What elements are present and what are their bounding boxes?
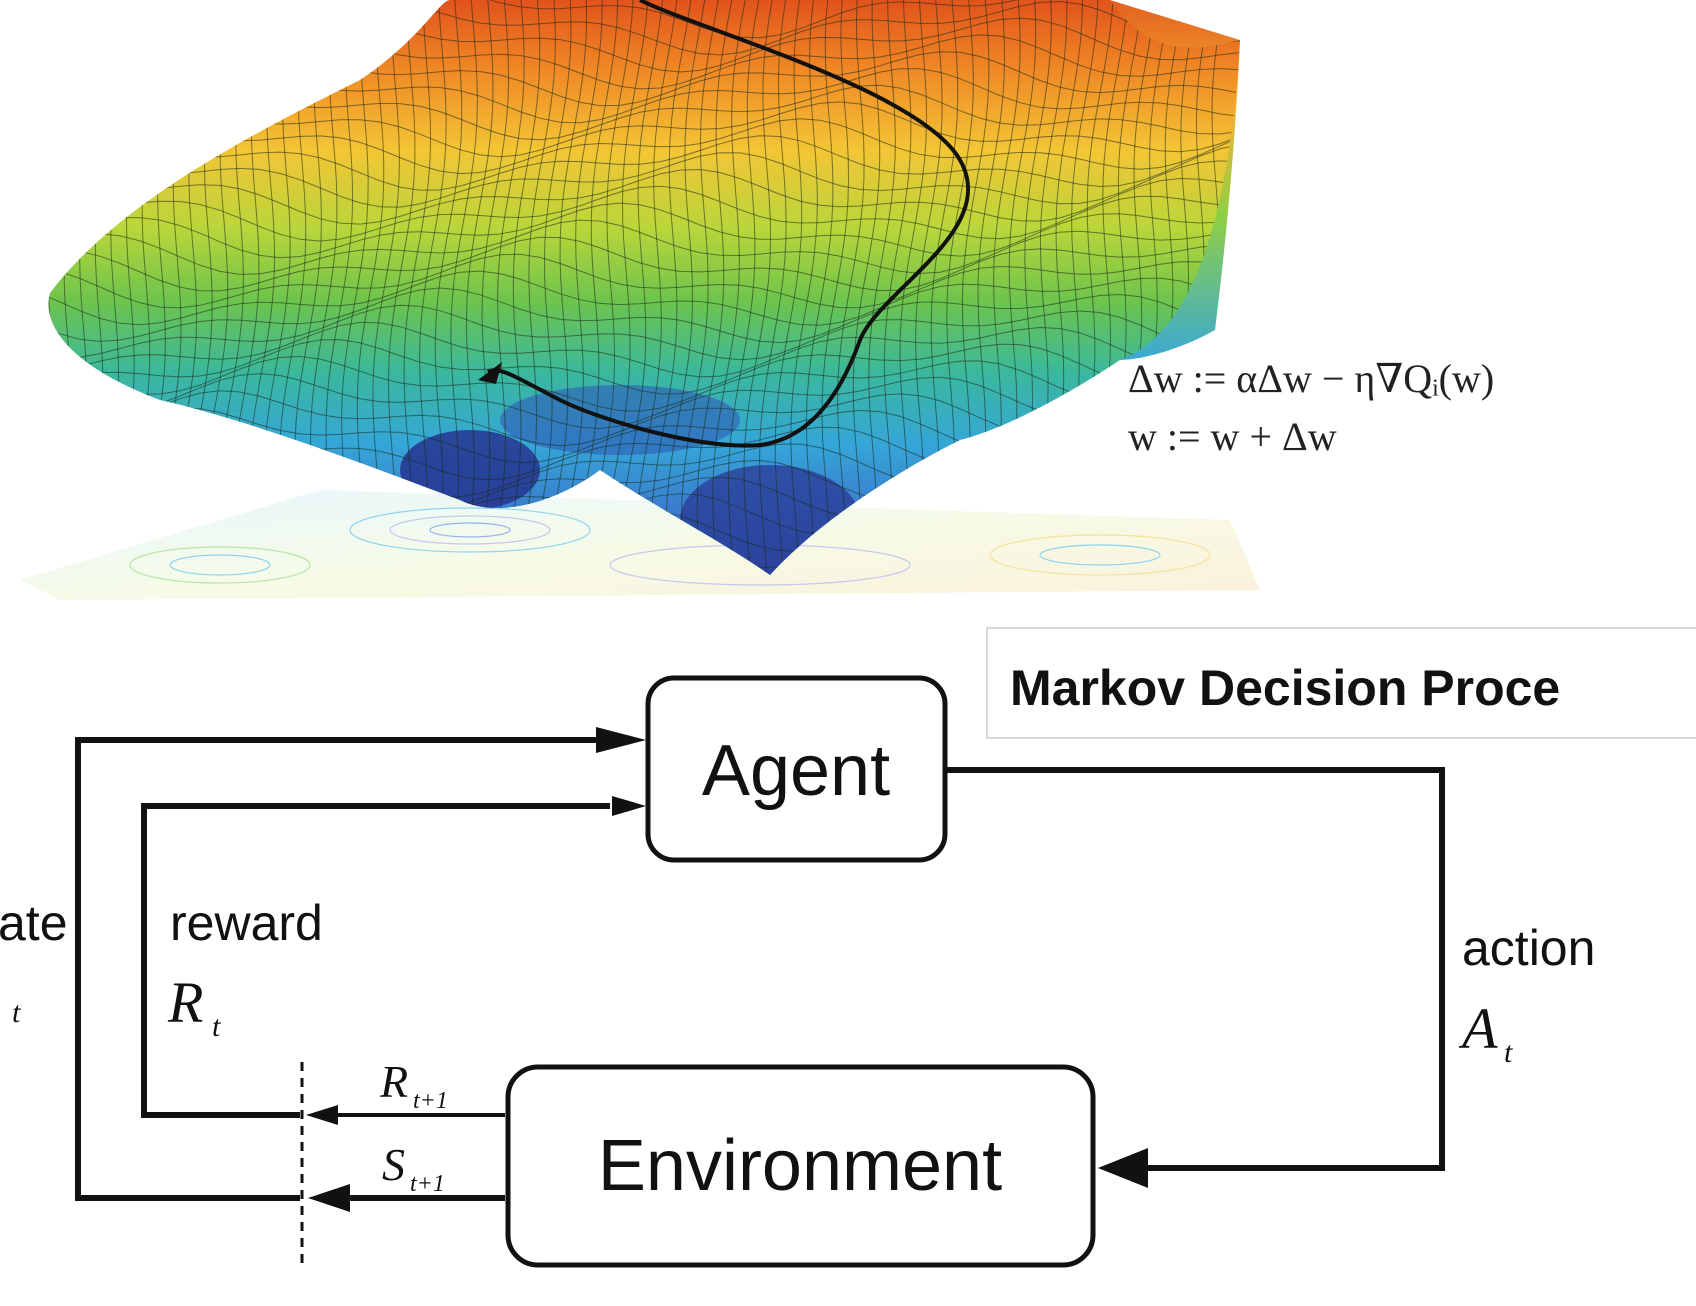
mesh-column-line (743, 0, 773, 575)
action-label: action A t (1458, 920, 1595, 1069)
mesh-row-line (48, 287, 1240, 344)
action-word: action (1462, 920, 1595, 976)
title-box: Markov Decision Proce (986, 627, 1696, 739)
mesh-column-line (696, 0, 733, 575)
next-reward-symbol: R (379, 1056, 408, 1107)
next-reward-subscript: t+1 (413, 1088, 448, 1114)
arrowhead-next-reward (306, 1105, 338, 1125)
mesh-column-line (774, 0, 803, 575)
state-loop-line (75, 737, 600, 1201)
agent-box: Agent (645, 675, 948, 863)
action-line (946, 767, 1445, 1171)
equation-line-1: Δw := αΔw − η∇Qᵢ(w) (1128, 356, 1494, 401)
next-state-label: S t+1 (382, 1139, 445, 1197)
mesh-column-line (759, 0, 787, 575)
reward-word: reward (170, 895, 323, 951)
mesh-column-line (681, 0, 719, 575)
mesh-column-line (837, 0, 865, 575)
arrowhead-state-to-agent (596, 727, 646, 753)
mesh-column-line (805, 0, 834, 575)
contour-floor (20, 490, 1260, 600)
environment-label: Environment (598, 1126, 1002, 1206)
agent-label: Agent (702, 731, 890, 811)
next-state-symbol: S (382, 1139, 405, 1190)
arrowhead-next-state (308, 1184, 350, 1212)
mesh-row-line (48, 152, 1240, 208)
mesh-column-line (821, 0, 850, 575)
descent-path (486, 0, 970, 448)
update-equations: Δw := αΔw − η∇Qᵢ(w) w := w + Δw (1128, 356, 1494, 459)
reward-subscript: t (212, 1010, 221, 1043)
mdp-connectors (75, 737, 1445, 1201)
mesh-row-line (48, 202, 1240, 259)
arrowhead-reward-to-agent (612, 796, 646, 816)
diagram-title: Markov Decision Proce (1010, 660, 1560, 716)
state-label: ate t (0, 895, 68, 1029)
mesh-row-line (48, 168, 1240, 225)
mesh-column-line (790, 0, 818, 575)
mesh-column-line (727, 0, 760, 575)
mesh-column-line (498, 0, 541, 575)
reward-symbol: R (167, 970, 203, 1035)
reward-loop-line (141, 803, 610, 1118)
mesh-row-line (48, 339, 1240, 395)
mesh-column-line (457, 0, 494, 575)
action-subscript: t (1504, 1036, 1513, 1069)
equation-line-2: w := w + Δw (1128, 414, 1337, 459)
arrowhead-action-to-env (1098, 1148, 1148, 1188)
reward-label: reward R t (167, 895, 323, 1043)
mesh-row-line (48, 219, 1240, 275)
state-word: ate (0, 895, 68, 951)
mesh-row-line (48, 185, 1240, 242)
mesh-column-line (649, 0, 692, 575)
mesh-row-line (48, 253, 1240, 309)
next-state-subscript: t+1 (410, 1171, 445, 1197)
mesh-column-line (665, 0, 706, 575)
mesh-column-line (470, 0, 510, 575)
mesh-column-line (6, 0, 44, 600)
action-symbol: A (1458, 996, 1498, 1061)
mesh-row-line (48, 236, 1240, 292)
descent-arrowhead (478, 362, 502, 384)
next-reward-label: R t+1 (379, 1056, 448, 1114)
mesh-column-line (512, 0, 556, 575)
state-subscript: t (12, 996, 21, 1029)
mesh-column-line (712, 0, 746, 575)
mesh-row-line (48, 355, 1240, 412)
environment-box: Environment (505, 1064, 1096, 1268)
mesh-column-line (484, 0, 525, 575)
mesh-row-line (48, 270, 1240, 326)
